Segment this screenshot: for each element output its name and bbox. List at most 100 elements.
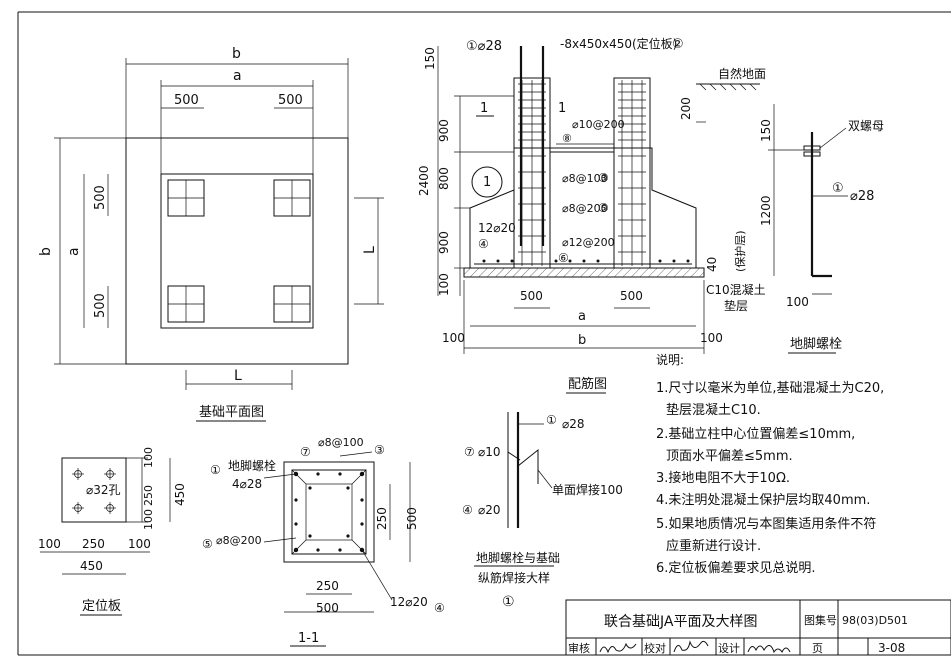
notes-heading: 说明: bbox=[656, 352, 684, 367]
rebar-6-spec: ⌀12@200 bbox=[562, 236, 615, 249]
plan-dim-L: L bbox=[234, 368, 242, 384]
plan-dim-500: 500 bbox=[174, 93, 199, 108]
plate-hole bbox=[72, 468, 84, 480]
designer-signature bbox=[747, 645, 791, 654]
section-3-spec: ⌀8@100 bbox=[318, 436, 364, 449]
cover-dim: 40 bbox=[705, 257, 719, 272]
section-7-no: ⑦ bbox=[300, 445, 311, 459]
check-label: 校对 bbox=[644, 641, 666, 655]
rebar-5-spec: ⌀8@200 bbox=[562, 202, 608, 215]
bolt-nut-label: 双螺母 bbox=[848, 119, 884, 133]
locating-plate: ⌀32孔 100 250 100 450 100 250 100 450 定位板 bbox=[38, 447, 187, 616]
weld-1-no: ① bbox=[546, 413, 557, 427]
dim-100: 100 bbox=[700, 331, 723, 345]
page-number: 3-08 bbox=[878, 641, 905, 655]
section-5-no: ⑤ bbox=[202, 537, 213, 551]
c10-label: C10混凝土 bbox=[706, 282, 766, 297]
reviewer-signature bbox=[599, 642, 637, 654]
section-title: 1-1 bbox=[298, 631, 319, 646]
column-footprint bbox=[273, 179, 311, 217]
dim-2400: 2400 bbox=[417, 165, 431, 196]
plate-title: 定位板 bbox=[82, 599, 121, 614]
weld-4-spec: ⌀20 bbox=[478, 503, 501, 517]
plan-dim-b: b bbox=[232, 46, 241, 62]
weld-title-2: 纵筋焊接大样 bbox=[478, 570, 550, 585]
checker-signature bbox=[673, 640, 709, 653]
page-label: 页 bbox=[812, 642, 823, 655]
weld-title: 地脚螺栓与基础 bbox=[476, 550, 560, 565]
dim-a: a bbox=[578, 309, 586, 324]
section-dim-500: 500 bbox=[316, 601, 339, 615]
rebar-title: 配筋图 bbox=[568, 376, 607, 392]
atlas-label: 图集号 bbox=[804, 613, 837, 627]
rebar-5-no: ⑤ bbox=[598, 201, 609, 215]
note-line: 4.未注明处混凝土保护层均取40mm. bbox=[656, 492, 870, 508]
plan-dim-L: L bbox=[362, 246, 378, 254]
column-footprint bbox=[273, 285, 311, 323]
plate-hole bbox=[72, 502, 84, 514]
plate-dim-100: 100 bbox=[38, 537, 61, 551]
plan-dim-a: a bbox=[233, 68, 242, 84]
pad-label: 垫层 bbox=[724, 298, 748, 313]
plate-dim-100: 100 bbox=[128, 537, 151, 551]
weld-7-spec: ⌀10 bbox=[478, 445, 501, 459]
review-label: 审核 bbox=[568, 641, 590, 655]
weld-detail: ① ⌀28 ⑦ ⌀10 单面焊接100 ④ ⌀20 地脚螺栓与基础 纵筋焊接大样… bbox=[462, 412, 623, 610]
bolt-dim-1200: 1200 bbox=[759, 195, 773, 226]
plate-dim-450: 450 bbox=[80, 559, 103, 573]
plate-dim-100: 100 bbox=[142, 447, 155, 468]
rebar-elevation: 自然地面 200 150 900 800 2400 900 100 500 50… bbox=[417, 36, 766, 394]
section-1-1: 地脚螺栓 ① 4⌀28 ⑦ ⌀8@100 ③ ⑤ ⌀8@200 12⌀20 ④ … bbox=[202, 436, 445, 647]
drawing-title: 联合基础JA平面及大样图 bbox=[604, 613, 757, 630]
plate-hole bbox=[104, 502, 116, 514]
note-line: 1.尺寸以毫米为单位,基础混凝土为C20, bbox=[656, 380, 884, 396]
section-dim-250: 250 bbox=[316, 579, 339, 593]
dim-900: 900 bbox=[437, 231, 451, 254]
plate-hole bbox=[104, 468, 116, 480]
bottom-mesh-dots bbox=[482, 259, 690, 263]
plate-dim-250: 250 bbox=[142, 485, 155, 506]
note-line: 5.如果地质情况与本图集适用条件不符 bbox=[656, 516, 876, 532]
dim-b: b bbox=[578, 333, 586, 348]
section-mark: 1 bbox=[480, 101, 488, 116]
plate-hole-label: ⌀32孔 bbox=[86, 483, 121, 497]
column-footprint bbox=[167, 179, 205, 217]
section-bolt-no: ① bbox=[210, 463, 221, 477]
plate-dim-100: 100 bbox=[142, 509, 155, 530]
notes: 说明: 1.尺寸以毫米为单位,基础混凝土为C20, 垫层混凝土C10. 2.基础… bbox=[656, 352, 884, 576]
anchor-bolt-detail: 150 1200 100 双螺母 ① ⌀28 地脚螺栓 bbox=[759, 104, 884, 354]
plate-dim-450: 450 bbox=[173, 483, 187, 506]
rebar-4-no: ④ bbox=[478, 237, 489, 251]
note-line: 垫层混凝土C10. bbox=[666, 402, 761, 418]
rebar-6-no: ⑥ bbox=[558, 251, 569, 265]
detail-circle-ref: 1 bbox=[483, 175, 491, 190]
bolt-title: 地脚螺栓 bbox=[790, 336, 842, 352]
plan-dim-b-left: b bbox=[38, 247, 54, 256]
column-footprint bbox=[167, 285, 205, 323]
note-line: 2.基础立柱中心位置偏差≤10mm, bbox=[656, 427, 855, 442]
design-label: 设计 bbox=[718, 642, 740, 655]
bolt-dim-150: 150 bbox=[759, 119, 773, 142]
note-line: 6.定位板偏差要求见总说明. bbox=[656, 561, 816, 576]
rebar-3-no: ③ bbox=[598, 171, 609, 185]
plan-title: 基础平面图 bbox=[199, 405, 264, 420]
dim-800: 800 bbox=[437, 167, 451, 190]
plate-label: -8x450x450(定位板) bbox=[560, 36, 677, 51]
dim-500: 500 bbox=[520, 289, 543, 303]
foundation-plan: b a 500 500 b a 500 500 L L 基础平面图 bbox=[38, 46, 384, 422]
title-block: 联合基础JA平面及大样图 图集号 98(03)D501 审核 校对 设计 页 3… bbox=[565, 599, 951, 656]
dim-150: 150 bbox=[423, 47, 437, 70]
section-bars bbox=[293, 471, 365, 553]
weld-label: 单面焊接100 bbox=[552, 482, 623, 497]
dim-500: 500 bbox=[620, 289, 643, 303]
plan-dim-500: 500 bbox=[278, 93, 303, 108]
section-4-no: ④ bbox=[434, 601, 445, 615]
section-bolt-label: 地脚螺栓 bbox=[228, 458, 276, 473]
weld-title-no: ① bbox=[502, 594, 515, 610]
bolt-dim-100: 100 bbox=[786, 295, 809, 309]
weld-7-no: ⑦ bbox=[464, 445, 475, 459]
plan-dim-a-left: a bbox=[66, 247, 82, 256]
section-bolt-qty: 4⌀28 bbox=[232, 477, 262, 491]
bolt-label: ①⌀28 bbox=[466, 39, 502, 54]
